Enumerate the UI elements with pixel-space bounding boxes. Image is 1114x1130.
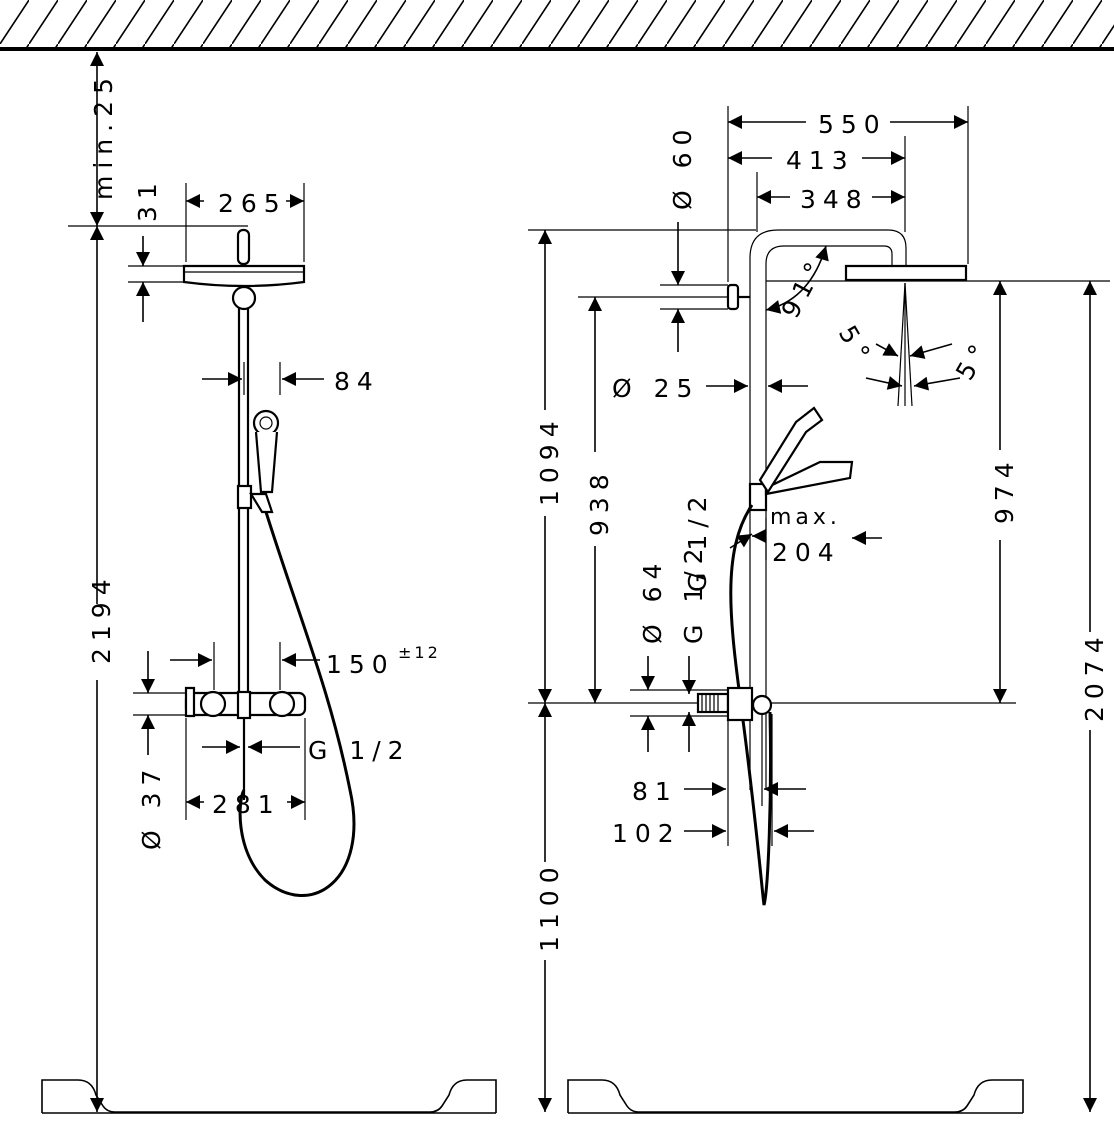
side-view-dimensions: 550 413 348 Ø 60 91° 5° 5° Ø 25	[528, 106, 1110, 1112]
dim-348-label: 348	[800, 185, 869, 214]
dim-91deg-label: 91°	[776, 252, 832, 323]
dim-974-label: 974	[990, 455, 1019, 524]
front-view-shower	[182, 228, 356, 897]
side-view-shower	[696, 229, 968, 906]
dim-2194-label: 2194	[87, 572, 116, 664]
dim-d60-label: Ø 60	[668, 123, 697, 210]
dim-d37-label: Ø 37	[137, 763, 166, 850]
dim-1100-label: 1100	[535, 860, 564, 952]
dim-938-label: 938	[585, 467, 614, 536]
dim-31-label: 31	[133, 176, 162, 222]
front-view-dimensions: min.25 2194 265 31 84 150 ±12	[68, 52, 441, 1112]
dim-d25-label: Ø 25	[612, 374, 699, 403]
dim-150-tolerance: ±12	[398, 643, 441, 662]
bathtub-right	[567, 1079, 1024, 1114]
dim-550-label: 550	[818, 110, 887, 139]
dim-81-label: 81	[632, 777, 678, 806]
dim-84-label: 84	[334, 367, 380, 396]
dim-281-label: 281	[212, 790, 281, 819]
dim-265-label: 265	[218, 189, 287, 218]
dim-g12-left-label: G 1/2	[308, 736, 411, 765]
dim-204-label: 204	[772, 538, 841, 567]
ceiling	[0, 0, 1114, 51]
dim-413-label: 413	[786, 146, 855, 175]
bathtub-left	[41, 1079, 497, 1114]
dim-150-label: 150	[326, 650, 395, 679]
dim-g12-upper-label: G 1/2	[683, 489, 712, 592]
dim-2074-label: 2074	[1080, 630, 1109, 722]
dim-max-label: max.	[770, 505, 841, 530]
dim-102-label: 102	[612, 819, 681, 848]
dim-5deg-b-label: 5°	[950, 334, 996, 385]
dim-min25-label: min.25	[89, 71, 118, 200]
dim-5deg-a-label: 5°	[833, 321, 879, 372]
dim-1094-label: 1094	[535, 414, 564, 506]
dim-d64-label: Ø 64	[638, 557, 667, 644]
dim-g12-right-label: G 1/2	[679, 541, 708, 644]
